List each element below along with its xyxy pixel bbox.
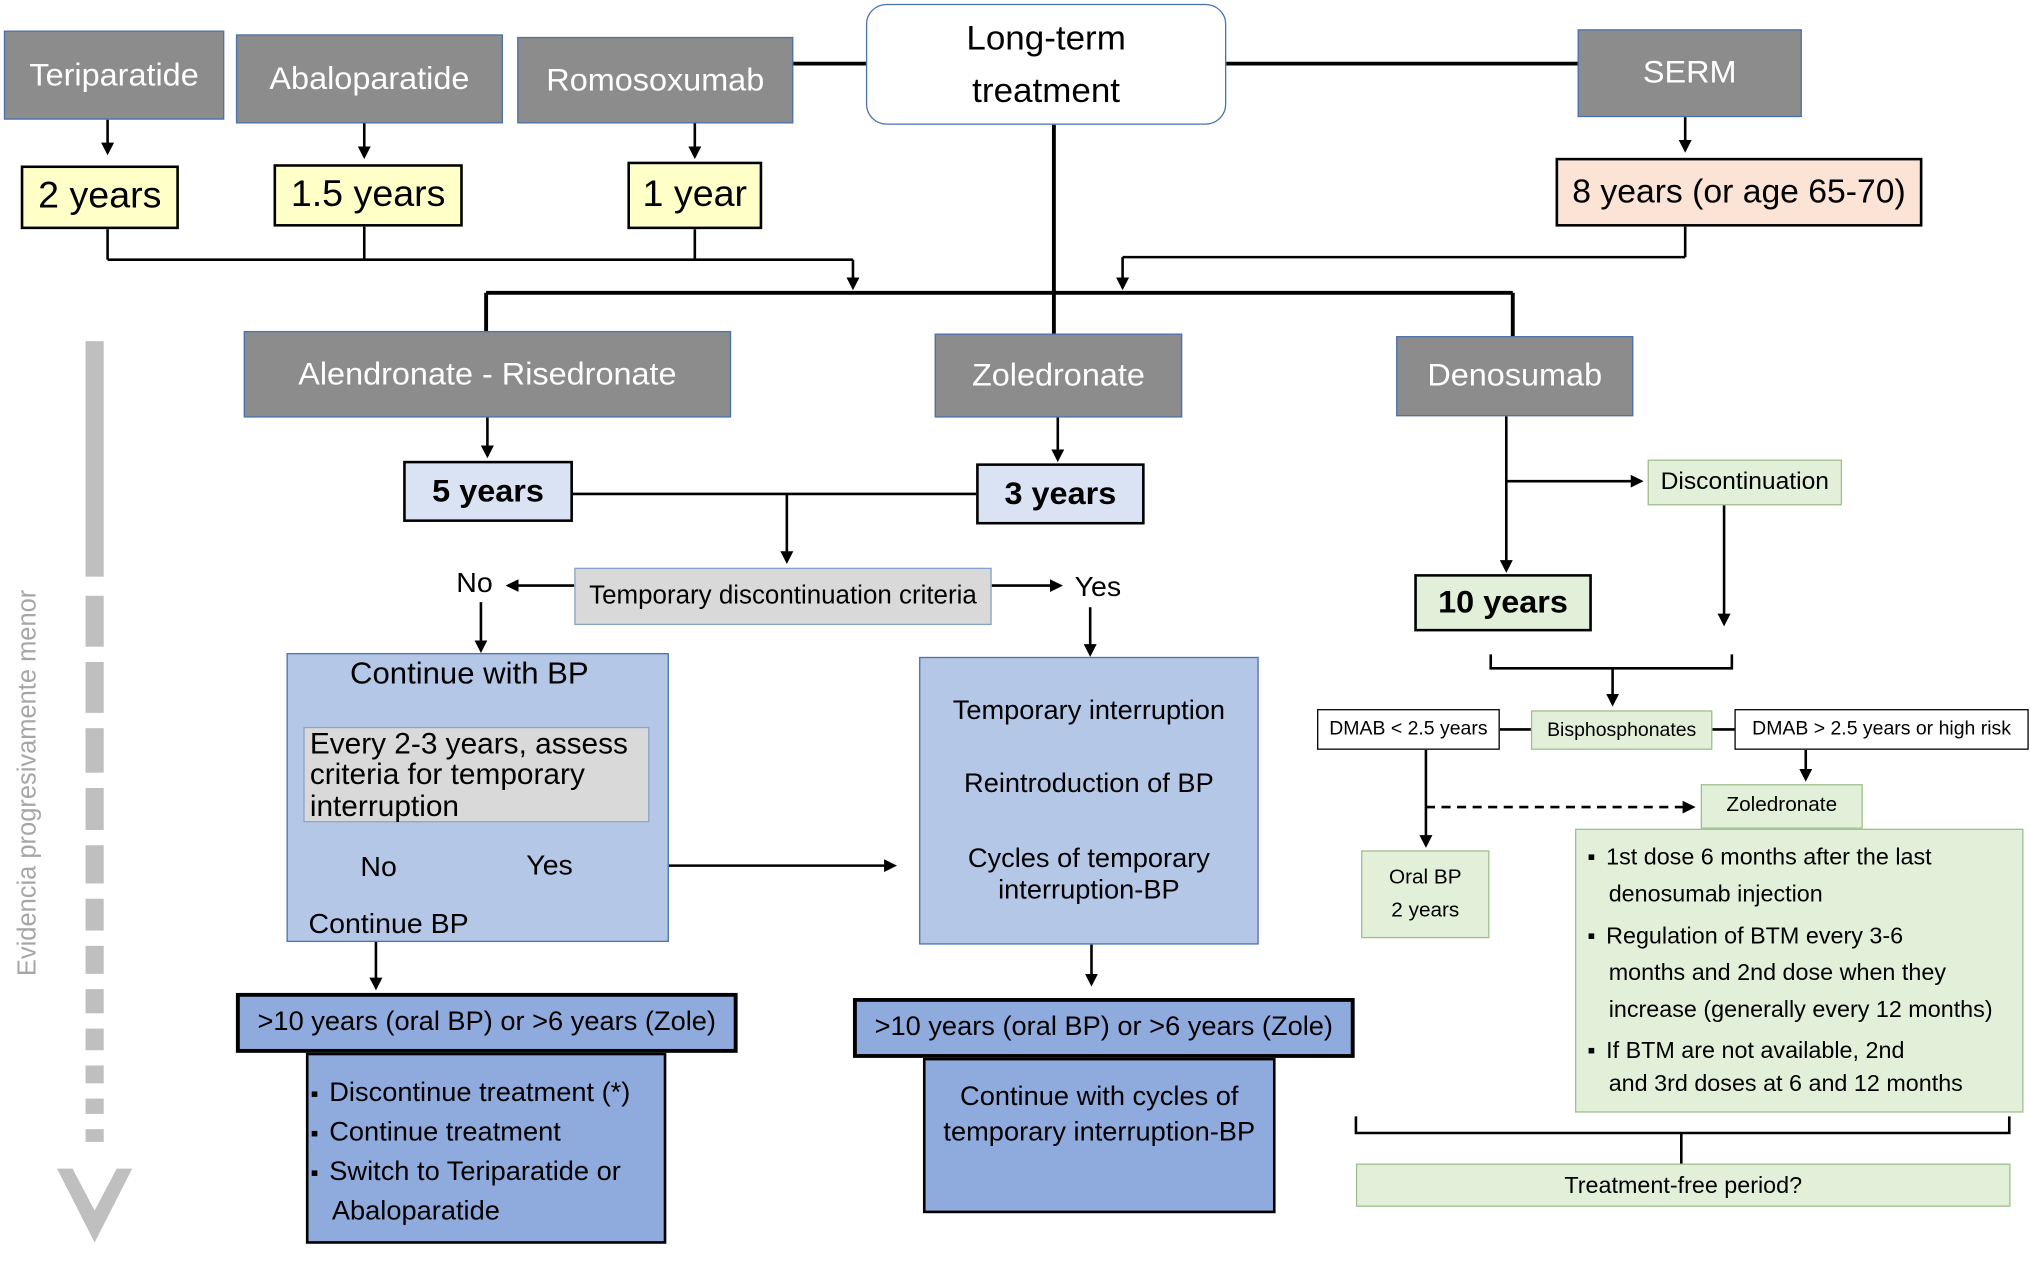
- duration-zoledronate: 3 years: [976, 463, 1145, 525]
- cycles-line1: Cycles of temporary: [967, 844, 1210, 874]
- assess-line3: interruption: [309, 788, 459, 822]
- right-outcome-line2: temporary interruption-BP: [943, 1117, 1256, 1147]
- note-bullet3: ■If BTM are not available, 2nd: [1587, 1037, 1905, 1063]
- dmab-lt-box: DMAB < 2.5 years: [1317, 709, 1500, 750]
- outcome-discontinue: ■Discontinue treatment (*): [311, 1078, 631, 1108]
- long-term-treatment: Long-term treatment: [865, 3, 1227, 125]
- continue-with-bp-title: Continue with BP: [350, 656, 589, 692]
- duration-abaloparatide: 1.5 years: [273, 164, 463, 227]
- drug-denosumab: Denosumab: [1396, 336, 1634, 417]
- right-outcome-box: [922, 1057, 1276, 1214]
- left-duration-band: >10 years (oral BP) or >6 years (Zole): [235, 992, 738, 1053]
- treatment-free-period-box: Treatment-free period?: [1355, 1163, 2011, 1207]
- drug-romosozumab: Romosoxumab: [517, 36, 794, 124]
- duration-denosumab: 10 years: [1414, 574, 1592, 632]
- oral-bp-box: Oral BP 2 years: [1361, 850, 1490, 939]
- note-bullet3-line2: and 3rd doses at 6 and 12 months: [1608, 1070, 1963, 1097]
- side-axis-label: Evidencia progresivamente menor: [13, 589, 43, 977]
- drug-serm: SERM: [1577, 29, 1802, 118]
- criteria-yes-label: Yes: [1074, 570, 1122, 603]
- cycles-line2: interruption-BP: [998, 875, 1180, 906]
- duration-teriparatide: 2 years: [20, 165, 179, 230]
- dmab-gt-box: DMAB > 2.5 years or high risk: [1734, 709, 2029, 750]
- temporary-discontinuation-criteria: Temporary discontinuation criteria: [574, 567, 992, 626]
- bisphosphonates-box: Bisphosphonates: [1530, 710, 1713, 750]
- oral-bp-line2: 2 years: [1391, 899, 1460, 922]
- cycles-step: Cycles of temporary interruption-BP: [919, 843, 1259, 909]
- temporary-interruption-panel: [919, 656, 1259, 945]
- note-bullet2-line2: months and 2nd dose when they: [1608, 959, 1946, 986]
- long-term-line2: treatment: [972, 70, 1121, 109]
- zoledronate-notes-box: [1575, 828, 2024, 1113]
- drug-alendronate-risedronate: Alendronate - Risedronate: [243, 330, 732, 418]
- note-bullet2-line3: increase (generally every 12 months): [1608, 996, 1993, 1023]
- right-outcome-line1: Continue with cycles of: [960, 1081, 1239, 1111]
- reintroduction-step: Reintroduction of BP: [964, 768, 1214, 799]
- outcome-continue: ■Continue treatment: [311, 1117, 561, 1147]
- outcome-switch: ■Switch to Teriparatide or: [311, 1157, 621, 1187]
- assess-criteria-box: Every 2-3 years, assess criteria for tem…: [303, 726, 650, 823]
- left-outcomes-box: [305, 1052, 667, 1244]
- note-bullet1-line2: denosumab injection: [1608, 880, 1823, 907]
- note-bullet2: ■Regulation of BTM every 3-6: [1587, 922, 1904, 949]
- assess-yes-label: Yes: [526, 849, 573, 881]
- temporary-interruption-step: Temporary interruption: [952, 696, 1226, 726]
- drug-zoledronate: Zoledronate: [934, 333, 1183, 418]
- continue-bp-label: Continue BP: [308, 907, 469, 940]
- long-term-line1: Long-term: [966, 19, 1126, 58]
- outcome-switch-line2: Abaloparatide: [331, 1196, 500, 1226]
- criteria-no-label: No: [456, 566, 493, 599]
- assess-line2: criteria for temporary: [309, 757, 585, 792]
- right-duration-band: >10 years (oral BP) or >6 years (Zole): [852, 998, 1355, 1058]
- duration-romosozumab: 1 year: [627, 161, 763, 230]
- right-outcome-text: Continue with cycles of temporary interr…: [923, 1077, 1276, 1153]
- oral-bp-line1: Oral BP: [1388, 866, 1462, 889]
- note-bullet1: ■1st dose 6 months after the last: [1587, 843, 1932, 870]
- assess-no-label: No: [360, 850, 397, 883]
- zoledronate-small-box: Zoledronate: [1700, 784, 1863, 829]
- drug-abaloparatide: Abaloparatide: [235, 34, 503, 124]
- duration-alendronate: 5 years: [403, 460, 573, 522]
- assess-line1: Every 2-3 years, assess: [309, 727, 628, 761]
- duration-serm: 8 years (or age 65-70): [1555, 157, 1923, 227]
- drug-teriparatide: Teriparatide: [3, 30, 225, 120]
- discontinuation-box: Discontinuation: [1647, 459, 1843, 506]
- side-arrow: [57, 341, 133, 1243]
